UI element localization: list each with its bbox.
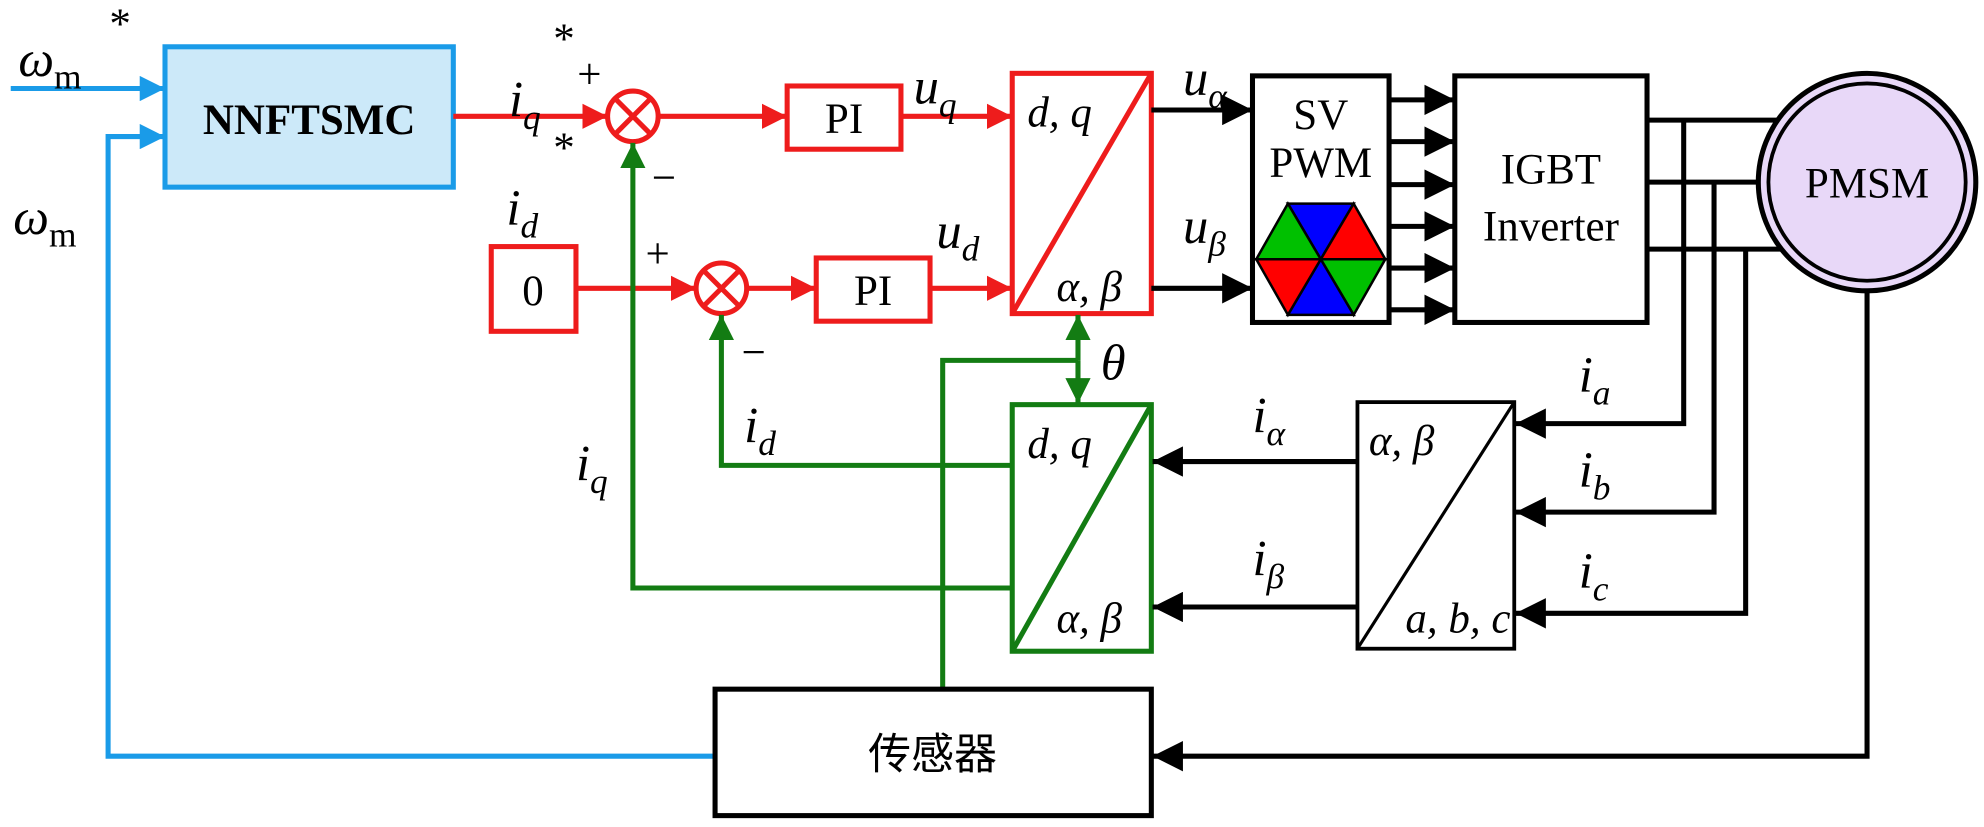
ia-sense-line [1515, 120, 1687, 439]
id-ref-label: id [506, 180, 538, 246]
ud-label: ud [936, 203, 979, 269]
pmsm-motor [1755, 70, 1979, 294]
plus-sign-d: + [646, 231, 670, 278]
ia-label: ia [1579, 347, 1611, 413]
minus-sign-q: − [652, 155, 676, 202]
plus-sign-q: + [577, 52, 601, 99]
inverter-label-2: Inverter [1483, 203, 1619, 250]
inverse-park-bottom: α, β [1056, 264, 1122, 311]
encoder-line [1152, 290, 1870, 772]
ib-sense-line [1515, 182, 1717, 528]
i-beta-label: iβ [1252, 530, 1284, 596]
clarke-top: α, β [1369, 418, 1435, 465]
sensor-block [712, 686, 1154, 819]
omega-ref-label: ωm [18, 31, 81, 97]
u-beta-label: uβ [1183, 198, 1226, 264]
pmsm-label: PMSM [1805, 160, 1929, 207]
igbt-inverter-block [1452, 73, 1650, 325]
pi-d-label: PI [854, 268, 892, 315]
uq-label: uq [914, 59, 957, 125]
ic-sense-line [1515, 249, 1749, 629]
pi-d-block [813, 255, 933, 324]
sensor-label: 传感器 [868, 730, 997, 780]
nnftsmc-label: NNFTSMC [203, 97, 416, 144]
gate-signal-arrows [1389, 84, 1455, 325]
ib-label: ib [1579, 442, 1611, 508]
iq-ref-label: iq [509, 71, 541, 137]
ic-label: ic [1579, 543, 1609, 609]
theta-line [940, 357, 1078, 690]
park-bottom: α, β [1056, 595, 1122, 642]
svpwm-label-2: PWM [1269, 140, 1372, 187]
id-feedback-line [708, 314, 1013, 468]
id-ref-zero-label: 0 [522, 268, 543, 315]
i-alpha-label: iα [1252, 387, 1286, 453]
minus-sign-d: − [742, 330, 766, 377]
park-top: d, q [1027, 421, 1091, 468]
omega-feedback-label: ωm [13, 189, 76, 255]
id-feedback-label: id [744, 398, 776, 464]
pi-q-label: PI [825, 96, 863, 143]
id-ref-star: * [553, 125, 575, 172]
pi-q-block [784, 83, 904, 152]
sum-junction-q [605, 88, 661, 145]
theta-label: θ [1101, 334, 1126, 390]
svpwm-hexagon-icon [1254, 201, 1388, 318]
iq-ref-star: * [553, 16, 575, 63]
clarke-bottom: a, b, c [1405, 595, 1510, 642]
svpwm-label-1: SV [1293, 92, 1348, 139]
u-alpha-label: uα [1183, 50, 1228, 116]
sum-junction-d [693, 260, 750, 317]
inverter-label-1: IGBT [1501, 146, 1601, 193]
inverse-park-top: d, q [1027, 89, 1091, 136]
omega-ref-star: * [109, 1, 131, 48]
iq-feedback-line [620, 142, 1013, 591]
omega-feedback-line [105, 123, 716, 759]
id-ref-zero-block [488, 244, 579, 334]
iq-feedback-label: iq [576, 436, 608, 502]
